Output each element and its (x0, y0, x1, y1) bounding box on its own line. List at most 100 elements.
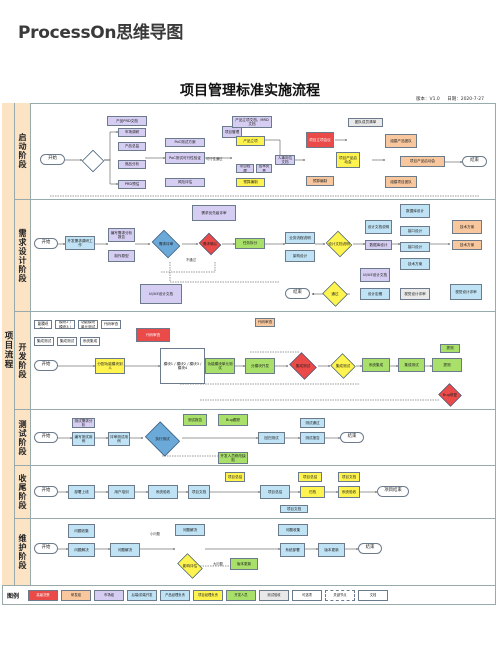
small-issue-note: 小问题 (150, 532, 160, 536)
regression-node: 回归测试 (258, 432, 285, 444)
poc-plan-node: PoC测试方案 (165, 138, 205, 147)
prototype-node: 制作原型 (108, 250, 135, 262)
req-confirm-decision: 需求确认 (198, 234, 222, 254)
design-review-decision: 设计文档说明 (325, 232, 353, 256)
submit-test-node: 提测 (432, 358, 462, 372)
code-review-node: 代码审查 (136, 328, 170, 342)
setup-review-node: 预算编制 (306, 176, 334, 186)
closing-note-node: 项目文档 (280, 505, 308, 513)
date-text: 日期：2020-7-27 (447, 97, 484, 102)
legend: 图例 高级决策 研发组 市场组 后端/前端开发 产品经理负责 项目经理负责 开发… (2, 585, 496, 605)
test-report-node: 测试报告 (183, 414, 207, 426)
dev-doc-3: 功能模块单元测试 (78, 320, 98, 329)
bug-track-node: Bug跟踪 (218, 414, 248, 426)
issue-collect-node: 问题收集 (68, 524, 95, 538)
version-update-node: 版本更新 (230, 558, 258, 570)
modules-list-node: 模块1 / 模块2 / 模块3 / 模块4 (160, 348, 205, 384)
risk-eval-node: 风险评估 (165, 178, 205, 187)
test-plan-node: 测试需求分析 (72, 418, 95, 428)
project-manager-node: 项目经理 (236, 164, 254, 173)
req-report-node: 编写需求分析报告 (108, 228, 135, 242)
test-begin-node: 开始 (34, 432, 58, 443)
version-meta: 版本：V1.0 日期：2020-7-27 (410, 96, 484, 102)
legend-pm: 产品经理负责 (160, 589, 190, 601)
tech-plan-node: 技术方案 (400, 258, 430, 270)
lane-label-closing: 收尾阶段 (15, 466, 31, 519)
archive-node: 归档 (300, 486, 325, 498)
legend-market-group: 市场组 (94, 589, 124, 601)
api-design-2-node: 接口设计 (400, 242, 430, 252)
lane-label-start: 启动阶段 (15, 103, 31, 200)
kickoff-meeting-node: 项目产品启动会 (400, 156, 445, 167)
prd-estimate-node: PRD预估 (118, 180, 146, 189)
legend-key-node: 关键节点 (325, 589, 355, 601)
team-list-node: 团队成员清单 (348, 118, 383, 127)
deploy-node: 部署上线 (68, 485, 95, 499)
tech-lead-node: 技术负责 (256, 164, 272, 173)
kickoff-prep-node: 项目产品启动会 (336, 152, 360, 168)
build-project-team-node: 组建项目团队 (385, 176, 417, 188)
task-split-node: 任务拆分 (235, 238, 265, 249)
brand-logo: ProcessOn思维导图 (18, 23, 184, 43)
module-dev-node: 分模块开发 (245, 358, 275, 374)
lane-label-requirements: 需求设计阶段 (15, 200, 31, 312)
dev-doc-5: 集成测试 (34, 337, 54, 346)
test-pass-node: 测试通过 (300, 418, 325, 428)
impact-eval-decision: 影响评估 (175, 556, 205, 576)
lane-label-maintenance: 维护阶段 (15, 519, 31, 585)
test-end-node: 结束 (340, 432, 364, 443)
test-case-review-node: 评审测试用例 (108, 432, 130, 446)
online-issue-node: 问题收集 (278, 524, 308, 536)
version-text: 版本：V1.0 (416, 97, 440, 102)
legend-title: 图例 (7, 592, 20, 600)
deploy-verify-node: 版本更新 (318, 543, 345, 557)
tech-plan-review-node: 技术方案 (452, 220, 482, 234)
start-decision-node (82, 150, 104, 172)
bug-fix-decision: Bug修复 (438, 384, 462, 406)
ui-review-node: 视觉设计评审 (400, 288, 430, 300)
legend-rd-group: 研发组 (61, 589, 91, 601)
tech-solution-node: 技术方案 (452, 240, 482, 250)
closing-approve-node: 系统验收 (338, 486, 360, 498)
start-begin-node: 开始 (40, 154, 65, 165)
api-design-node: 接口设计 (400, 226, 430, 236)
project-doc-node: 项目文档 (188, 485, 210, 499)
db-design-node: 数据库设计 (365, 240, 392, 250)
big-issue-note: 大问题 (213, 562, 223, 566)
closing-check-node: 项目总结 (225, 472, 245, 482)
user-training-node: 用户培训 (108, 485, 135, 499)
design-doc-node: 设计文档说明 (365, 220, 392, 234)
legend-testing: 测试验收 (259, 589, 289, 601)
product-prd-doc-node: 产品PRD文档 (107, 116, 147, 126)
start-end-node: 结束 (462, 156, 487, 167)
test-case-node: 编写测试用例 (72, 432, 95, 446)
maint-end-node: 结束 (358, 543, 382, 554)
legend-decision: 高级决策 (28, 589, 58, 601)
lane-development (31, 312, 496, 410)
product-setup-node: 产品立项 (236, 136, 265, 146)
issue-triage-node: 问题解决 (68, 543, 95, 557)
ui-doc-node: UI/UE设计文档 (360, 268, 390, 282)
lane-closing (31, 466, 496, 519)
legend-developers: 开发人员 (226, 589, 256, 601)
market-research-node: 市场调研 (118, 128, 146, 137)
final-report-node: 项目文档 (338, 472, 360, 482)
dev-doc-1: 分配功能模块到人 (34, 320, 52, 329)
hr-doc-node: 人事岗位文档 (275, 155, 295, 165)
system-acceptance-node: 系统验收 (148, 485, 178, 499)
lane-label-testing: 测试阶段 (15, 410, 31, 466)
legend-project-manager: 项目经理负责 (193, 589, 223, 601)
setup-meeting-node: 项目立项会议 (306, 132, 334, 148)
legend-dev: 后端/前端开发 (127, 589, 157, 601)
issue-handle-node: 问题解决 (110, 543, 140, 557)
system-integration-node: 系统集成 (362, 358, 390, 372)
setup-docs-node: 产品立项文档、MRD文档 (232, 116, 272, 128)
req-no-pass-note: 不通过 (186, 258, 196, 262)
system-deploy-node: 系统部署 (280, 543, 305, 557)
ui-approve-decision: 通过 (322, 282, 348, 306)
project-summary-node: 项目总结 (260, 485, 290, 499)
unit-test-node: 功能模块单元测试 (205, 358, 235, 374)
competitor-analysis-node: 竞品分析 (118, 160, 146, 169)
dev-doc-6: 集成测试 (57, 337, 77, 346)
assign-modules-node: 分配功能模块到人 (95, 358, 125, 374)
